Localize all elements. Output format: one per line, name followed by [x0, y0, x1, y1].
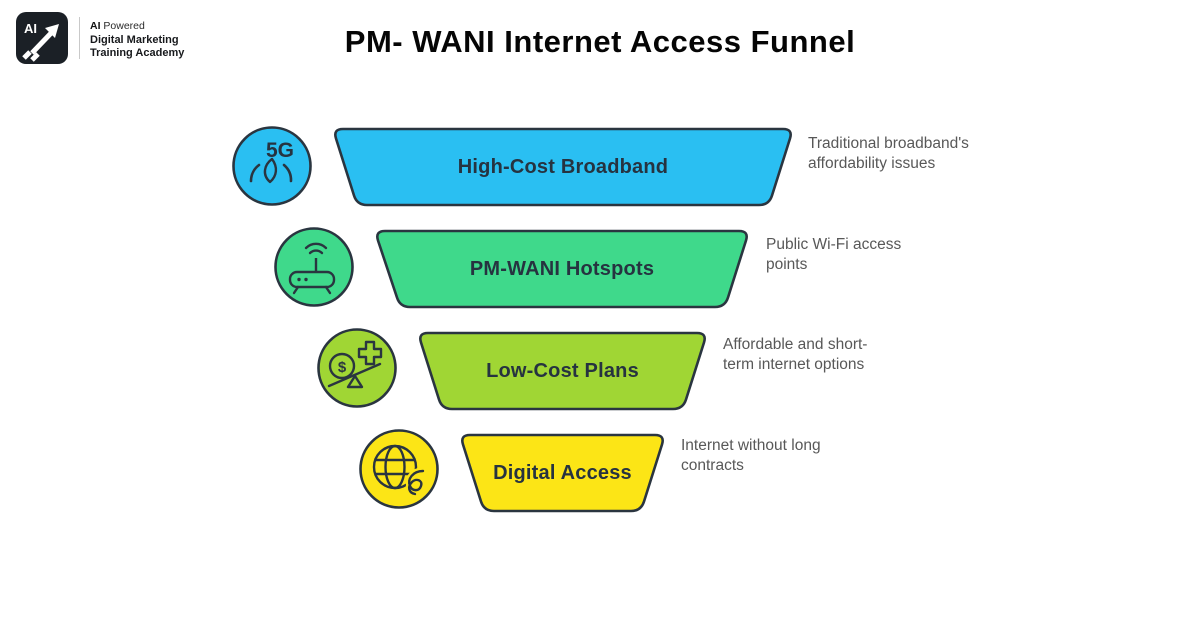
- funnel-stage-1-shape: [334, 127, 792, 207]
- cost-balance-icon: $: [317, 328, 397, 408]
- academy-logo-icon: AI: [16, 12, 68, 64]
- funnel-stage-1-label: High-Cost Broadband: [457, 155, 669, 178]
- brand-text: AI Powered Digital Marketing Training Ac…: [90, 20, 240, 60]
- 5g-speedometer-icon: 5G: [232, 126, 312, 206]
- funnel-stage-3-label: Low-Cost Plans: [486, 359, 639, 382]
- page-title: PM- WANI Internet Access Funnel: [344, 24, 856, 59]
- dollar-text: $: [338, 359, 347, 376]
- funnel-stage-3-shape: [419, 331, 706, 411]
- brand-line1: AI Powered: [90, 20, 145, 32]
- funnel-stage-4-shape: [461, 433, 664, 513]
- funnel-stage-2-shape: [376, 229, 748, 309]
- funnel-stage-3-annotation: Affordable and short- term internet opti…: [723, 336, 868, 373]
- funnel-stage-4-label: Digital Access: [493, 461, 632, 484]
- funnel-stage-2-label: PM-WANI Hotspots: [469, 257, 655, 280]
- brand-line2: Digital Marketing: [90, 34, 179, 46]
- wifi-router-icon: [274, 227, 354, 307]
- logo-divider: [79, 17, 80, 59]
- funnel-stage-4-annotation: Internet without long contracts: [681, 437, 821, 474]
- globe-no-contract-icon: [359, 429, 439, 509]
- 5g-text: 5G: [266, 139, 294, 162]
- brand-line3: Training Academy: [90, 47, 185, 59]
- logo-ai-text: AI: [24, 21, 37, 36]
- funnel-stage-1-annotation: Traditional broadband's affordability is…: [808, 135, 969, 172]
- funnel-stage-2-annotation: Public Wi-Fi access points: [766, 236, 902, 273]
